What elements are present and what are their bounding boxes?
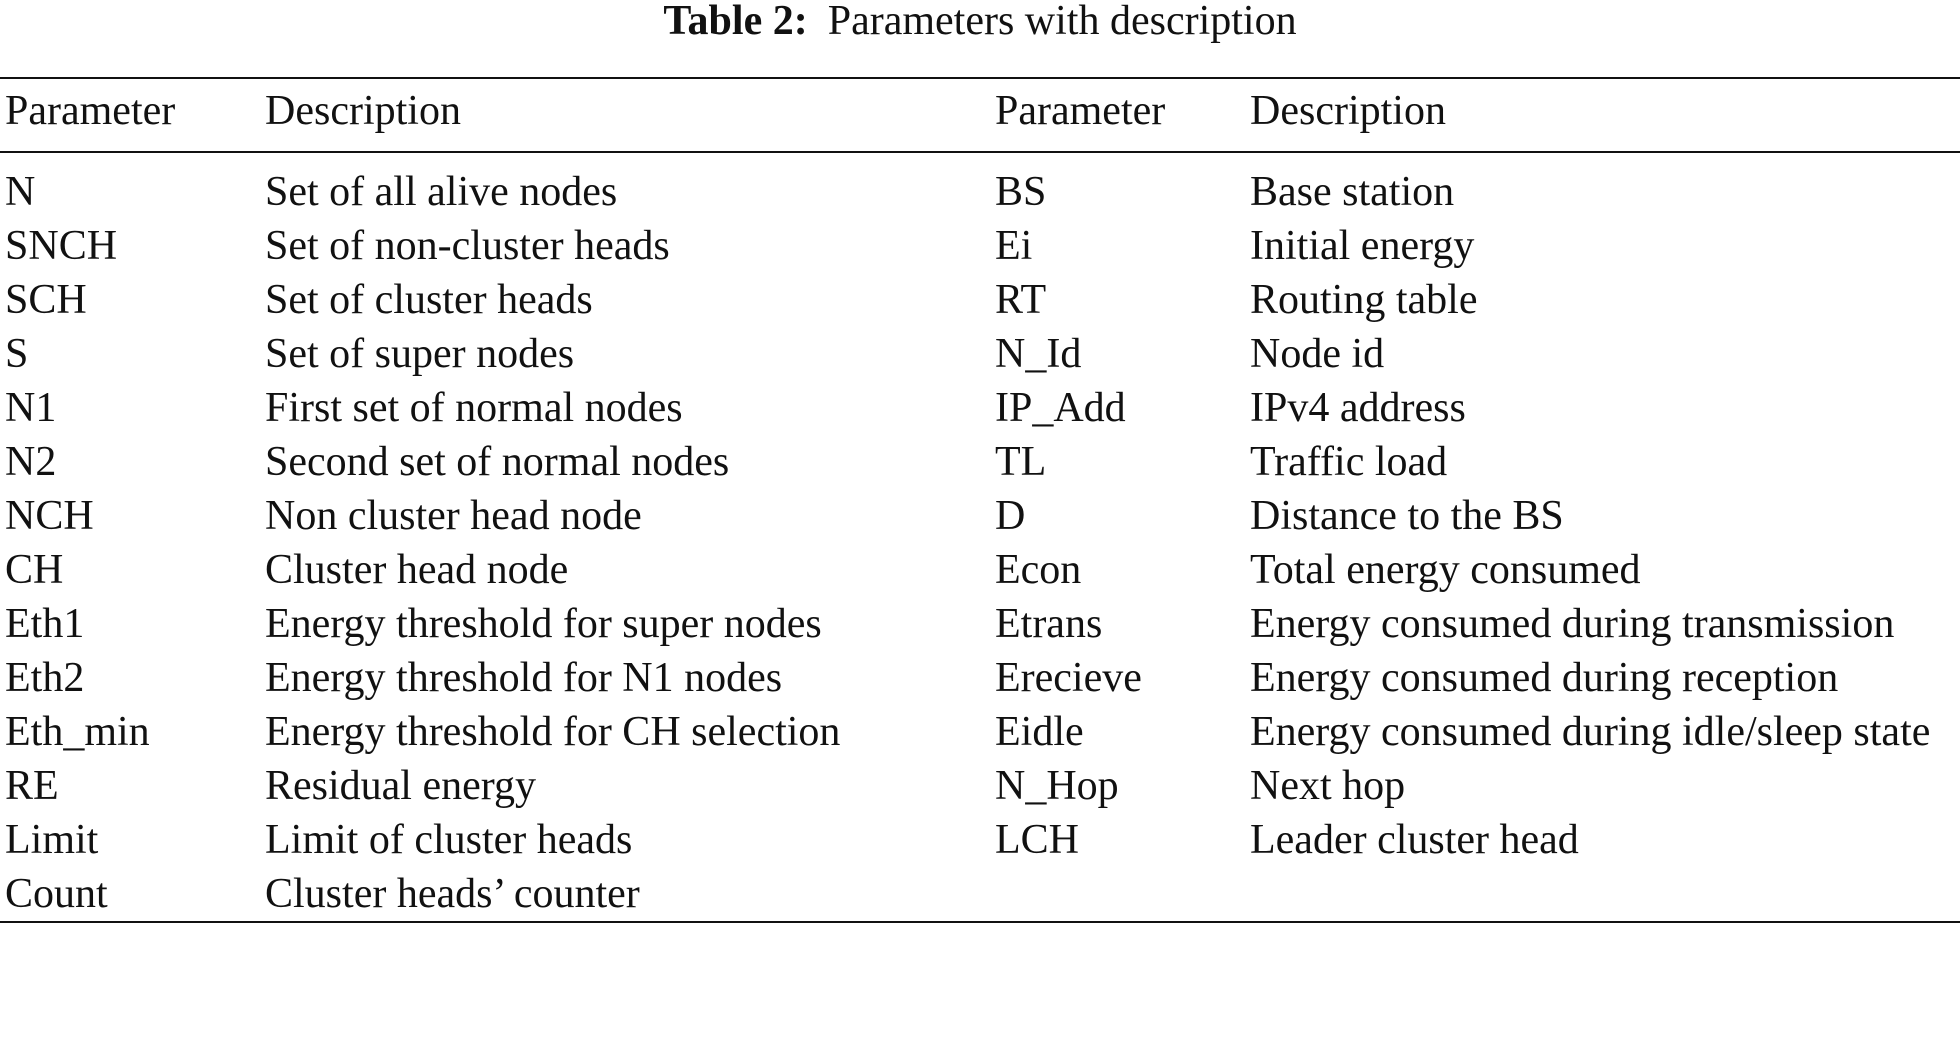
header-parameter-1: Parameter (5, 88, 176, 134)
param-cell: Eidle (995, 709, 1084, 755)
description-cell: Energy threshold for CH selection (265, 709, 841, 755)
table-row: N Set of all alive nodes BS Base station (0, 165, 1960, 219)
table-row: N1 First set of normal nodes IP_Add IPv4… (0, 381, 1960, 435)
description-cell: Energy consumed during idle/sleep state (1250, 709, 1931, 755)
param-cell: SNCH (5, 223, 118, 269)
param-cell: N (5, 169, 36, 215)
description-cell: Energy threshold for super nodes (265, 601, 822, 647)
param-cell: N_Hop (995, 763, 1119, 809)
param-cell: N_Id (995, 331, 1082, 377)
description-cell: Set of cluster heads (265, 277, 593, 323)
description-cell: Set of all alive nodes (265, 169, 618, 215)
description-cell: Node id (1250, 331, 1385, 377)
header-parameter-2: Parameter (995, 88, 1166, 134)
header-description-1: Description (265, 88, 461, 134)
param-cell: LCH (995, 817, 1079, 863)
description-cell: IPv4 address (1250, 385, 1466, 431)
description-cell: Initial energy (1250, 223, 1475, 269)
description-cell: Traffic load (1250, 439, 1448, 485)
description-cell: Limit of cluster heads (265, 817, 633, 863)
param-cell: RE (5, 763, 59, 809)
param-cell: N2 (5, 439, 57, 485)
table-row: Eth_min Energy threshold for CH selectio… (0, 705, 1960, 759)
param-cell: NCH (5, 493, 94, 539)
param-cell (995, 867, 1250, 921)
description-cell: Energy threshold for N1 nodes (265, 655, 783, 701)
table-row: SNCH Set of non-cluster heads Ei Initial… (0, 219, 1960, 273)
param-cell: Count (5, 871, 108, 917)
param-cell: D (995, 493, 1026, 539)
description-cell: Distance to the BS (1250, 493, 1564, 539)
param-cell: BS (995, 169, 1047, 215)
table-row: Eth2 Energy threshold for N1 nodes Ereci… (0, 651, 1960, 705)
description-cell: Residual energy (265, 763, 536, 809)
param-cell: N1 (5, 385, 57, 431)
table-row: RE Residual energy N_Hop Next hop (0, 759, 1960, 813)
table-row: N2 Second set of normal nodes TL Traffic… (0, 435, 1960, 489)
param-cell: Limit (5, 817, 99, 863)
table-row: S Set of super nodes N_Id Node id (0, 327, 1960, 381)
caption-title: Parameters with description (827, 0, 1297, 44)
table-body: N Set of all alive nodes BS Base station… (0, 153, 1960, 921)
param-cell: S (5, 331, 29, 377)
header-description-2: Description (1250, 88, 1446, 134)
param-cell: Eth1 (5, 601, 85, 647)
description-cell: Set of super nodes (265, 331, 575, 377)
table-row: SCH Set of cluster heads RT Routing tabl… (0, 273, 1960, 327)
param-cell: RT (995, 277, 1047, 323)
description-cell: Next hop (1250, 763, 1406, 809)
param-cell: IP_Add (995, 385, 1126, 431)
description-cell: Non cluster head node (265, 493, 642, 539)
table-header-row: Parameter Description Parameter Descript… (0, 79, 1960, 153)
description-cell: First set of normal nodes (265, 385, 683, 431)
description-cell: Total energy consumed (1250, 547, 1641, 593)
table-row: Eth1 Energy threshold for super nodes Et… (0, 597, 1960, 651)
table-caption: Table 2: Parameters with description (0, 0, 1960, 42)
description-cell: Cluster heads’ counter (265, 871, 640, 917)
table-row: NCH Non cluster head node D Distance to … (0, 489, 1960, 543)
description-cell: Routing table (1250, 277, 1478, 323)
param-cell: Econ (995, 547, 1082, 593)
param-cell: Ei (995, 223, 1033, 269)
param-cell: Etrans (995, 601, 1103, 647)
parameters-table: Parameter Description Parameter Descript… (0, 77, 1960, 923)
param-cell: Eth2 (5, 655, 85, 701)
description-cell: Base station (1250, 169, 1455, 215)
param-cell: TL (995, 439, 1047, 485)
description-cell: Energy consumed during reception (1250, 655, 1839, 701)
param-cell: Erecieve (995, 655, 1142, 701)
param-cell: CH (5, 547, 64, 593)
description-cell: Energy consumed during transmission (1250, 601, 1895, 647)
description-cell: Cluster head node (265, 547, 569, 593)
description-cell (1250, 867, 1960, 921)
param-cell: Eth_min (5, 709, 150, 755)
table-row: Limit Limit of cluster heads LCH Leader … (0, 813, 1960, 867)
description-cell: Second set of normal nodes (265, 439, 730, 485)
description-cell: Set of non-cluster heads (265, 223, 670, 269)
param-cell: SCH (5, 277, 87, 323)
table-row: CH Cluster head node Econ Total energy c… (0, 543, 1960, 597)
table-row: Count Cluster heads’ counter (0, 867, 1960, 921)
caption-label: Table 2: (663, 0, 808, 44)
description-cell: Leader cluster head (1250, 817, 1579, 863)
